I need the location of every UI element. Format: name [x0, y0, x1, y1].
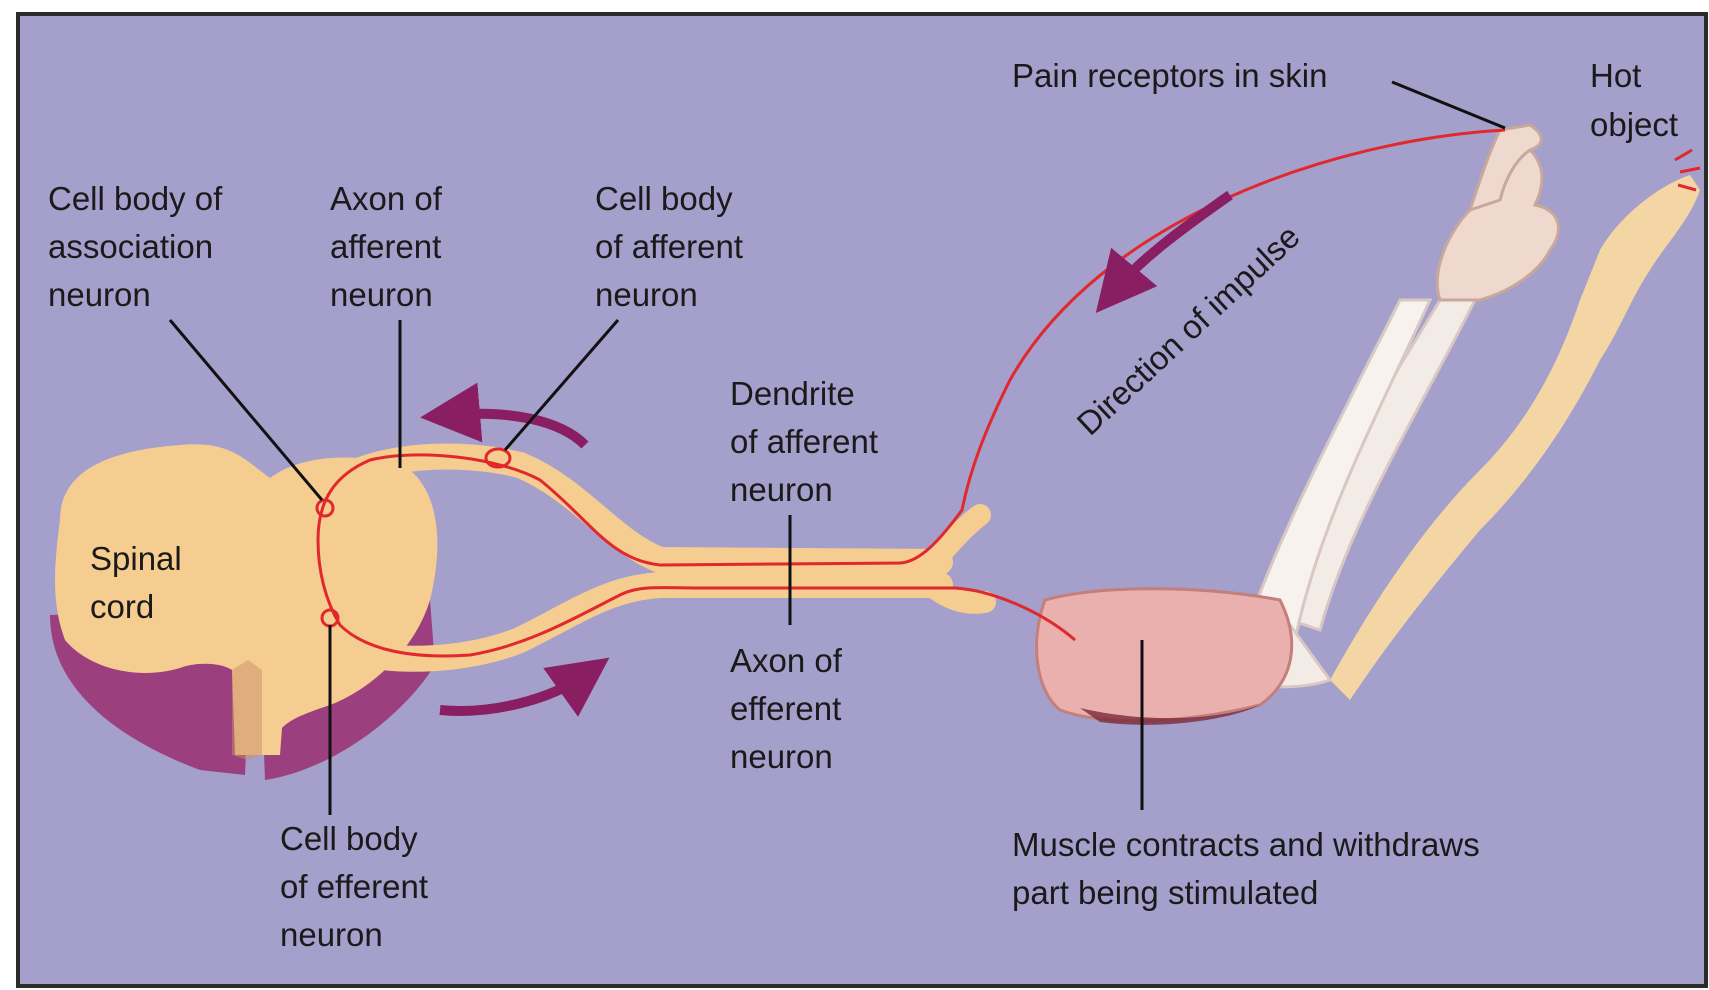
pain-receptors-label: Pain receptors in skin	[1012, 57, 1327, 94]
biceps-muscle	[1037, 589, 1292, 721]
spinal-cord-cleft	[232, 660, 262, 760]
